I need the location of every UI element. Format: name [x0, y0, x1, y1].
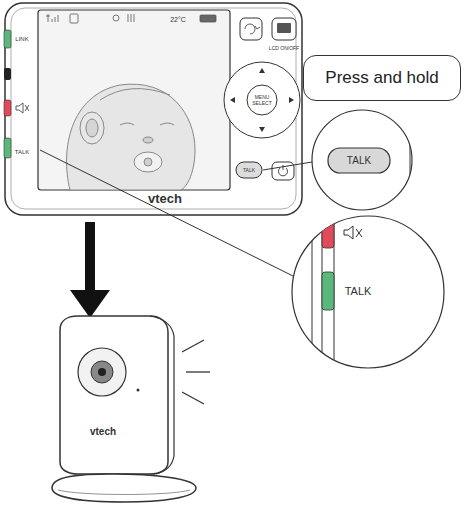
callout-text: Press and hold: [325, 68, 438, 88]
button-label: TALK: [345, 286, 372, 297]
button-label: TALK: [15, 149, 30, 155]
button-label: MENU SELECT: [251, 95, 273, 106]
button-label: 22°C: [170, 16, 186, 23]
button-label: TALK: [347, 156, 371, 166]
button-label: LCD ON/OFF: [269, 46, 299, 51]
brand-logo: vtech: [148, 192, 182, 205]
button-label: LINK: [15, 36, 28, 42]
button-label: TALK: [243, 168, 255, 173]
callout-box: Press and hold: [303, 55, 461, 101]
brand-logo: vtech: [90, 427, 116, 437]
